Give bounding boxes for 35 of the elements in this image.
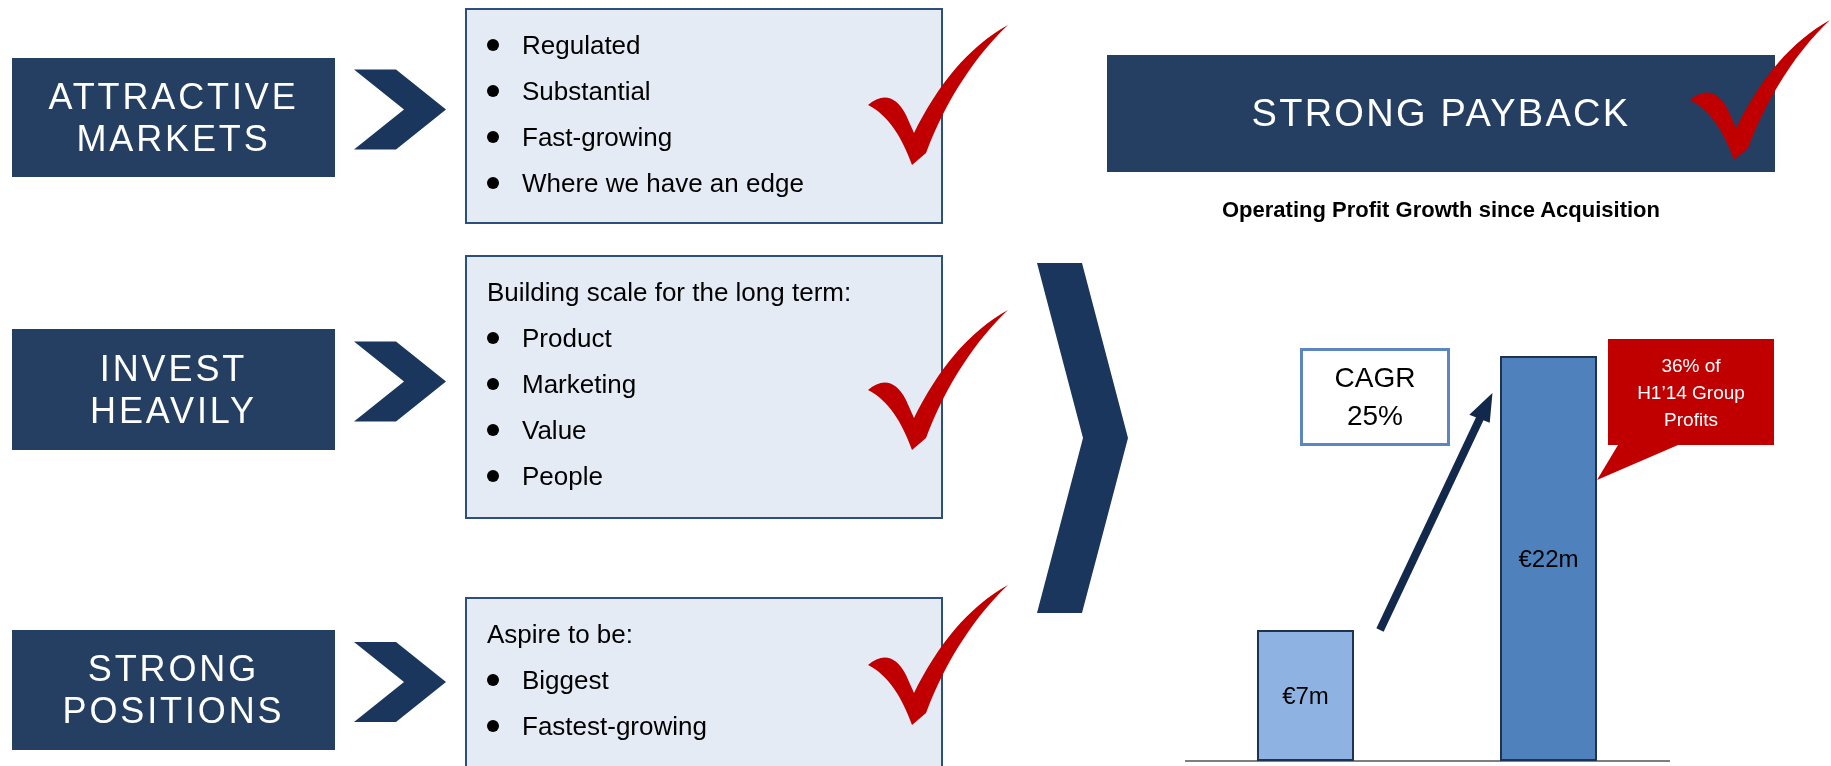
- value-label: €22m: [1518, 543, 1579, 574]
- pillar-box: [12, 630, 335, 750]
- list-item: Substantial: [522, 74, 651, 108]
- callout-pointer: [1597, 445, 1678, 480]
- list-item: Value: [522, 413, 587, 447]
- list-item: Regulated: [522, 28, 641, 62]
- chart-title: Operating Profit Growth since Acquisition: [1221, 196, 1661, 224]
- list-item: People: [522, 459, 603, 493]
- list-item: Fastest-growing: [522, 709, 707, 743]
- chevron-arrow: [354, 341, 446, 422]
- chevron-arrow: [354, 642, 446, 722]
- list-item: Marketing: [522, 367, 637, 401]
- list-heading: Building scale for the long term:: [487, 275, 852, 309]
- list-heading: Aspire to be:: [487, 617, 633, 651]
- list-item: Product: [522, 321, 612, 355]
- heading-text: STRONG PAYBACK: [1251, 91, 1631, 136]
- callout-text: 36% of H1’14 Group Profits: [1636, 353, 1746, 432]
- bullet-list-box: [465, 597, 943, 766]
- list-item: Fast-growing: [522, 120, 673, 154]
- heading-text: STRONG POSITIONS: [61, 648, 286, 732]
- chevron-arrow: [354, 69, 446, 150]
- pillar-box: [12, 329, 335, 450]
- bullet-list-box: [465, 8, 943, 224]
- list-item: Biggest: [522, 663, 609, 697]
- heading-text: INVEST HEAVILY: [89, 347, 258, 432]
- bar: [1257, 630, 1354, 761]
- list-item: Where we have an edge: [522, 166, 804, 200]
- cagr-box: [1300, 348, 1450, 446]
- pillar-box: [12, 58, 335, 177]
- bar: [1500, 356, 1597, 761]
- chevron-arrow: [1037, 263, 1128, 613]
- heading-text: ATTRACTIVE MARKETS: [47, 75, 300, 160]
- value-label: €7m: [1282, 680, 1329, 711]
- bullet-list-box: [465, 255, 943, 519]
- value-label: CAGR 25%: [1333, 361, 1417, 433]
